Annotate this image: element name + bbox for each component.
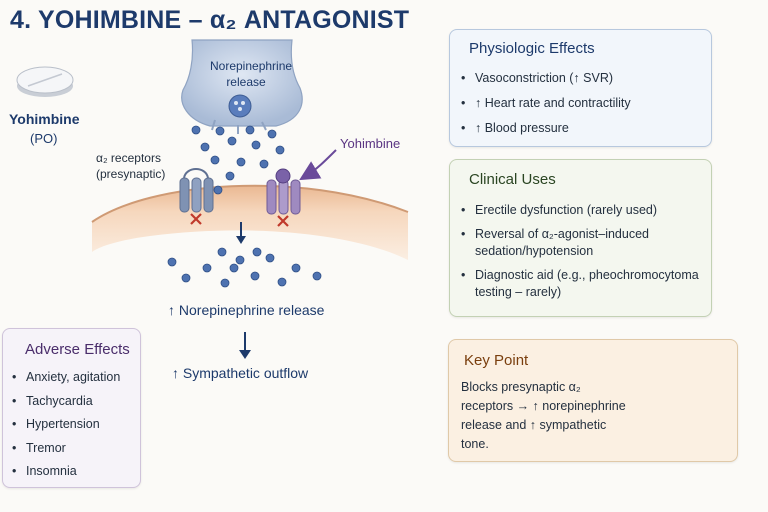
norepinephrine-molecule: [181, 273, 191, 283]
norepinephrine-molecule: [245, 125, 255, 135]
drug-name: Yohimbine: [9, 111, 80, 127]
key-point-title: Key Point: [464, 352, 529, 369]
norepinephrine-molecule: [235, 255, 245, 265]
receptor-label-text: α₂ receptors (presynaptic): [96, 151, 166, 181]
list-item: Tremor: [12, 440, 138, 457]
norepinephrine-molecule: [250, 271, 260, 281]
list-item: ↑ Blood pressure: [461, 120, 701, 137]
yohimbine-bound-receptor-icon: [266, 168, 301, 215]
norepinephrine-molecule: [277, 277, 287, 287]
norepinephrine-molecule: [220, 278, 230, 288]
adverse-effects-title: Adverse Effects: [25, 341, 130, 358]
list-item: Vasoconstriction (↑ SVR): [461, 70, 701, 87]
key-point-card: Key Point Blocks presynaptic α₂ receptor…: [448, 339, 738, 462]
release-stubs: [211, 119, 267, 134]
list-item: Erectile dysfunction (rarely used): [461, 202, 705, 219]
adverse-effects-list: Anxiety, agitation Tachycardia Hypertens…: [12, 369, 138, 487]
norepinephrine-molecule: [251, 140, 261, 150]
block-mark-icon: [277, 215, 289, 227]
pill-icon: [16, 66, 74, 97]
norepinephrine-molecule: [265, 253, 275, 263]
norepinephrine-molecule: [202, 263, 212, 273]
clinical-uses-list: Erectile dysfunction (rarely used) Rever…: [461, 202, 705, 308]
nerve-terminal: [181, 39, 303, 127]
block-mark-icon: [190, 213, 202, 225]
list-item: Insomnia: [12, 463, 138, 480]
key-point-text: Blocks presynaptic α₂ receptors → ↑ nore…: [461, 380, 626, 451]
yohimbine-label: Yohimbine: [340, 136, 401, 151]
norepinephrine-molecule: [213, 185, 223, 195]
physiologic-effects-title: Physiologic Effects: [469, 40, 595, 57]
norepinephrine-molecule: [291, 263, 301, 273]
norepinephrine-molecule: [229, 263, 239, 273]
physiologic-effects-list: Vasoconstriction (↑ SVR) ↑ Heart rate an…: [461, 70, 701, 145]
norepinephrine-molecule: [259, 159, 269, 169]
synaptic-vesicle-icon: [228, 94, 252, 118]
norepinephrine-molecule: [236, 157, 246, 167]
norepinephrine-molecule: [312, 271, 322, 281]
norepinephrine-molecule: [275, 145, 285, 155]
drug-route: (PO): [30, 131, 58, 146]
norepinephrine-molecule: [217, 247, 227, 257]
list-item: Diagnostic aid (e.g., pheochromocytoma t…: [461, 267, 705, 301]
yohimbine-arrow: [299, 149, 337, 181]
norepinephrine-molecule: [215, 126, 225, 136]
page-title: 4. YOHIMBINE – α₂ ANTAGONIST: [10, 6, 410, 34]
list-item: Tachycardia: [12, 393, 138, 410]
norepinephrine-molecule: [227, 136, 237, 146]
norepinephrine-molecule: [167, 257, 177, 267]
down-arrow-icon: [236, 222, 246, 244]
alpha2-receptor-icon: [179, 168, 214, 213]
outcome-ne-release: ↑ Norepinephrine release: [168, 302, 325, 318]
list-item: Anxiety, agitation: [12, 369, 138, 386]
norepinephrine-release-label: Norepinephrine release: [210, 59, 293, 89]
norepinephrine-molecule: [225, 171, 235, 181]
norepinephrine-molecule: [267, 129, 277, 139]
list-item: Reversal of α₂-agonist–induced sedation/…: [461, 226, 705, 260]
norepinephrine-molecule: [191, 125, 201, 135]
outcome-sympathetic-outflow: ↑ Sympathetic outflow: [172, 365, 309, 381]
norepinephrine-molecule: [200, 142, 210, 152]
adverse-effects-card: Adverse Effects Anxiety, agitation Tachy…: [2, 328, 141, 488]
list-item: ↑ Heart rate and contractility: [461, 95, 701, 112]
physiologic-effects-card: Physiologic Effects Vasoconstriction (↑ …: [449, 29, 712, 147]
norepinephrine-molecule: [210, 155, 220, 165]
clinical-uses-title: Clinical Uses: [469, 171, 556, 188]
membrane-edge: [91, 184, 409, 223]
list-item: Hypertension: [12, 416, 138, 433]
norepinephrine-molecule: [252, 247, 262, 257]
alpha2-receptor-label: α₂ receptors (presynaptic): [96, 150, 180, 182]
norepinephrine-particles: [167, 125, 322, 288]
clinical-uses-card: Clinical Uses Erectile dysfunction (rare…: [449, 159, 712, 317]
down-arrow-icon: [239, 332, 251, 359]
postsynaptic-membrane: [92, 185, 408, 260]
